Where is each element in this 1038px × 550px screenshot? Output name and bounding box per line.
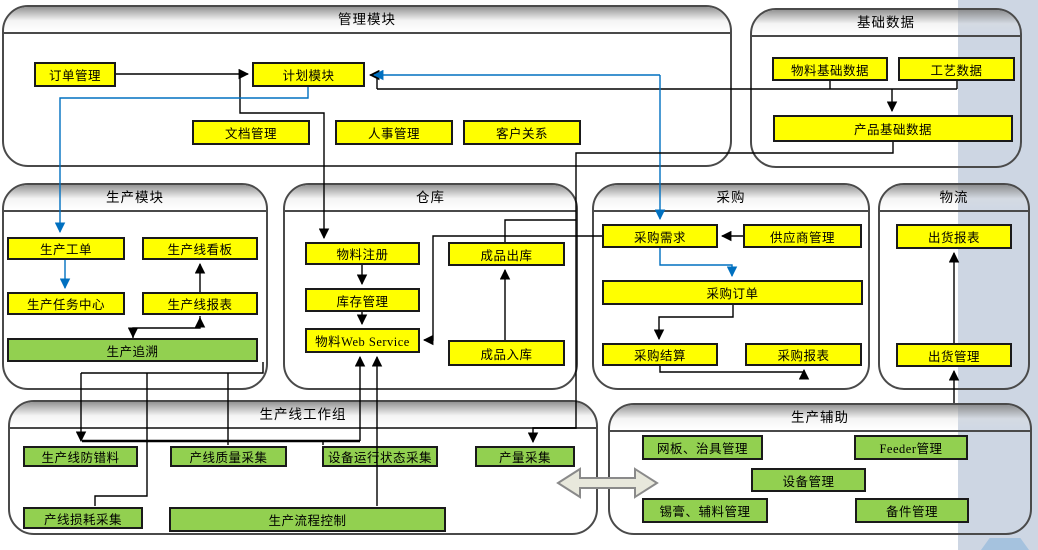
box-doc: 文档管理 (192, 120, 310, 145)
box-feeder: Feeder管理 (854, 435, 968, 460)
box-pursettle: 采购结算 (602, 343, 718, 366)
box-order: 订单管理 (34, 62, 116, 87)
box-inventory: 库存管理 (305, 288, 420, 312)
container-title-mgmt: 管理模块 (4, 7, 730, 34)
right-background-band (958, 0, 1038, 550)
box-spare: 备件管理 (855, 498, 969, 523)
box-shipmgmt: 出货管理 (896, 343, 1012, 367)
box-plan: 计划模块 (252, 62, 365, 87)
box-loss: 产线损耗采集 (23, 507, 143, 529)
box-hr: 人事管理 (335, 120, 453, 145)
box-craft: 工艺数据 (898, 57, 1015, 81)
container-title-pa: 生产辅助 (610, 405, 1030, 432)
box-output: 产量采集 (475, 446, 575, 467)
box-purreport: 采购报表 (745, 343, 862, 366)
container-wh: 仓库 (283, 183, 578, 390)
box-linereport: 生产线报表 (142, 292, 258, 315)
box-solder: 锡膏、辅料管理 (642, 498, 768, 523)
box-stencil: 网板、治具管理 (642, 435, 763, 460)
box-workorder: 生产工单 (7, 237, 125, 260)
background-foot-shape (981, 538, 1029, 550)
box-errproof: 生产线防错料 (23, 446, 138, 467)
container-title-plw: 生产线工作组 (10, 402, 596, 429)
box-supplier: 供应商管理 (743, 224, 862, 248)
container-title-basic: 基础数据 (752, 10, 1020, 37)
box-matws: 物料Web Service (305, 328, 420, 353)
container-title-wh: 仓库 (285, 185, 576, 212)
box-matreg: 物料注册 (305, 242, 420, 265)
container-title-pur: 采购 (594, 185, 868, 212)
box-equip: 设备管理 (751, 468, 866, 492)
box-trace: 生产追溯 (7, 338, 258, 362)
box-taskcenter: 生产任务中心 (7, 292, 125, 315)
container-title-prod: 生产模块 (4, 185, 266, 212)
box-crm: 客户关系 (463, 120, 581, 145)
container-basic: 基础数据 (750, 8, 1022, 168)
box-purreq: 采购需求 (602, 224, 718, 248)
box-equipstatus: 设备运行状态采集 (322, 446, 438, 467)
box-flowctrl: 生产流程控制 (169, 507, 446, 532)
box-shipreport: 出货报表 (896, 224, 1012, 249)
box-matbase: 物料基础数据 (772, 57, 888, 81)
container-mgmt: 管理模块 (2, 5, 732, 167)
box-purorder: 采购订单 (602, 280, 863, 305)
box-quality: 产线质量采集 (170, 446, 287, 467)
box-kanban: 生产线看板 (142, 237, 258, 260)
container-title-log: 物流 (880, 185, 1028, 212)
box-prodbase: 产品基础数据 (773, 115, 1013, 142)
box-fgout: 成品出库 (448, 242, 565, 266)
box-fgin: 成品入库 (448, 340, 565, 366)
